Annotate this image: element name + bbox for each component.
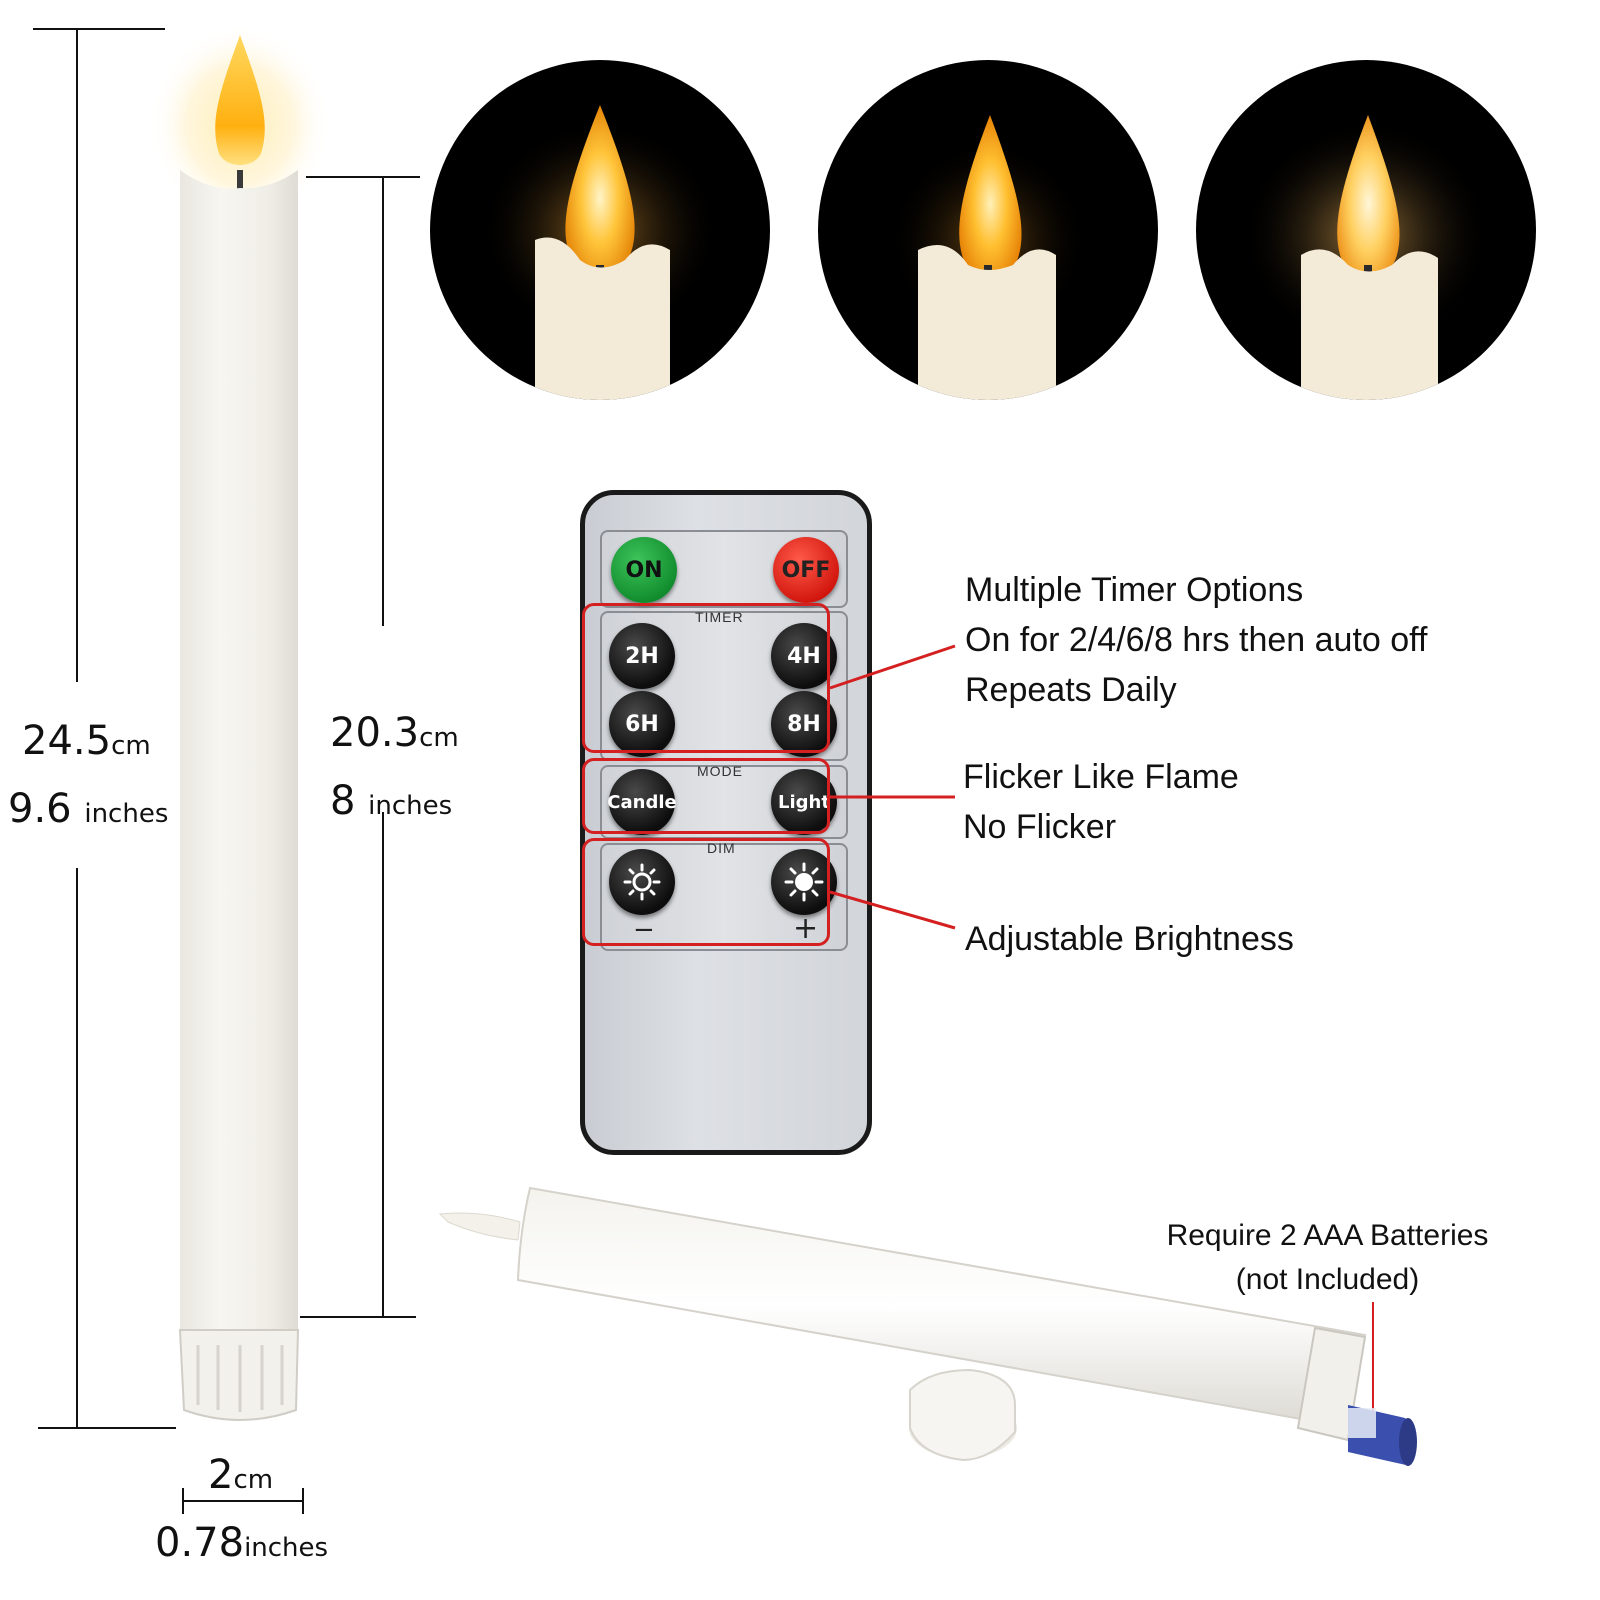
diameter-in-label: 0.78inches [155, 1520, 328, 1566]
flame-closeup-photo-3 [1196, 60, 1536, 400]
on-button[interactable]: ON [611, 537, 677, 603]
timer-2h-button[interactable]: 2H [609, 623, 675, 689]
total-height-line-lower [76, 868, 78, 1428]
dim-minus-sign: − [633, 915, 655, 945]
timer-4h-button[interactable]: 4H [771, 623, 837, 689]
flame-closeup-2-drawing [888, 115, 1088, 400]
total-height-bottom-tick [38, 1427, 176, 1429]
body-height-cm-unit: cm [419, 723, 459, 753]
sun-bright-icon [784, 862, 824, 902]
total-height-cm-label: 24.5cm [22, 718, 151, 764]
timer-highlight-box [582, 603, 830, 753]
dim-label: DIM [707, 840, 736, 856]
diameter-left-tick [182, 1488, 184, 1514]
battery-callout-line1: Require 2 AAA Batteries [1166, 1219, 1489, 1252]
lying-candle-illustration [438, 1186, 1417, 1466]
timer-callout-line3: Repeats Daily [965, 671, 1177, 709]
timer-leader-line [829, 644, 956, 690]
dim-up-button[interactable] [771, 849, 837, 915]
mode-highlight-box [582, 758, 830, 834]
flame-closeup-photo-1 [430, 60, 770, 400]
off-button[interactable]: OFF [773, 537, 839, 603]
candle-mode-button[interactable]: Candle [607, 769, 677, 835]
body-height-cm-label: 20.3cm [330, 710, 459, 756]
flame-closeup-3-drawing [1241, 115, 1491, 400]
total-height-in-label: 9.6 inches [8, 786, 168, 832]
sun-dim-icon [623, 863, 661, 901]
diameter-in-value: 0.78 [155, 1520, 245, 1566]
body-height-in-label: 8 inches [330, 778, 452, 824]
dim-highlight-box [582, 838, 830, 946]
timer-6h-button[interactable]: 6H [609, 691, 675, 757]
mode-label: MODE [697, 763, 743, 779]
body-height-cm-value: 20.3 [330, 710, 420, 756]
body-height-in-value: 8 [330, 778, 356, 824]
body-height-in-unit: inches [368, 791, 453, 821]
dim-callout-line1: Adjustable Brightness [965, 920, 1294, 958]
diameter-cm-value: 2 [208, 1452, 234, 1498]
mode-callout: Flicker Like Flame No Flicker [963, 752, 1239, 852]
timer-callout: Multiple Timer Options On for 2/4/6/8 hr… [965, 565, 1427, 715]
body-height-line-upper [382, 176, 384, 626]
total-height-top-tick [33, 28, 165, 30]
dim-leader-line [829, 890, 956, 930]
dim-plus-sign: + [793, 911, 819, 946]
diameter-cm-unit: cm [233, 1465, 274, 1495]
timer-callout-line1: Multiple Timer Options [965, 571, 1304, 609]
remote-control: ON OFF TIMER 2H 4H 6H 8H MODE Candle Lig… [580, 490, 872, 1155]
timer-callout-line2: On for 2/4/6/8 hrs then auto off [965, 621, 1428, 659]
battery-callout: Require 2 AAA Batteries (not Included) [1140, 1214, 1515, 1302]
diameter-in-unit: inches [244, 1533, 329, 1563]
flame-closeup-photo-2 [818, 60, 1158, 400]
body-height-top-tick [306, 176, 420, 178]
total-height-cm-unit: cm [111, 731, 151, 761]
mode-callout-line2: No Flicker [963, 808, 1117, 846]
flame-closeup-1-drawing [480, 105, 720, 400]
tall-candle-illustration [150, 25, 330, 1421]
body-height-bottom-tick [300, 1316, 416, 1318]
timer-label: TIMER [695, 609, 744, 625]
diameter-cm-label: 2cm [208, 1452, 273, 1498]
mode-callout-line1: Flicker Like Flame [963, 758, 1239, 796]
diameter-right-tick [302, 1488, 304, 1514]
dim-down-button[interactable] [609, 849, 675, 915]
dim-callout: Adjustable Brightness [965, 914, 1294, 964]
total-height-in-value: 9.6 [8, 786, 72, 832]
total-height-cm-value: 24.5 [22, 718, 112, 764]
total-height-line-upper [76, 28, 78, 682]
diameter-line [182, 1500, 304, 1502]
body-height-line-lower [382, 812, 384, 1317]
total-height-in-unit: inches [84, 799, 169, 829]
battery-callout-line2: (not Included) [1235, 1263, 1420, 1296]
